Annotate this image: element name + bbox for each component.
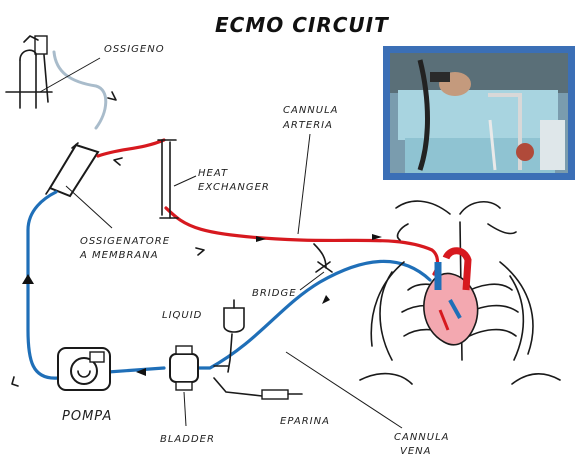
arterial-line — [98, 140, 164, 156]
oxygen-line — [54, 52, 106, 128]
syringe-icon — [214, 378, 302, 399]
oxygen-tank-icon — [6, 36, 52, 108]
label-ossigenatore: OSSIGENATORE — [80, 236, 170, 247]
bladder-icon — [170, 346, 198, 390]
label-eparina: EPARINA — [280, 416, 330, 427]
label-a-membrana: A MEMBRANA — [79, 250, 159, 261]
oxygenator-membrane — [46, 143, 98, 196]
label-bladder: BLADDER — [160, 434, 215, 445]
label-exchanger: EXCHANGER — [198, 182, 270, 193]
heart-icon — [424, 251, 478, 345]
label-pompa: POMPA — [62, 409, 112, 424]
iv-bag-icon — [224, 300, 244, 372]
label-vena: VENA — [400, 446, 431, 457]
label-ossigeno: OSSIGENO — [104, 44, 165, 55]
pump-icon — [58, 348, 110, 390]
patient-photo — [383, 46, 575, 180]
label-cannula-vena: CANNULA — [394, 432, 450, 443]
label-arteria: ARTERIA — [282, 120, 333, 131]
label-liquid: LIQUID — [162, 310, 202, 321]
label-heat: HEAT — [198, 168, 228, 179]
label-bridge: BRIDGE — [252, 288, 297, 299]
diagram-title: ECMO CIRCUIT — [215, 13, 389, 37]
label-cannula-arteria: CANNULA — [283, 105, 339, 116]
heat-exchanger — [158, 140, 178, 218]
